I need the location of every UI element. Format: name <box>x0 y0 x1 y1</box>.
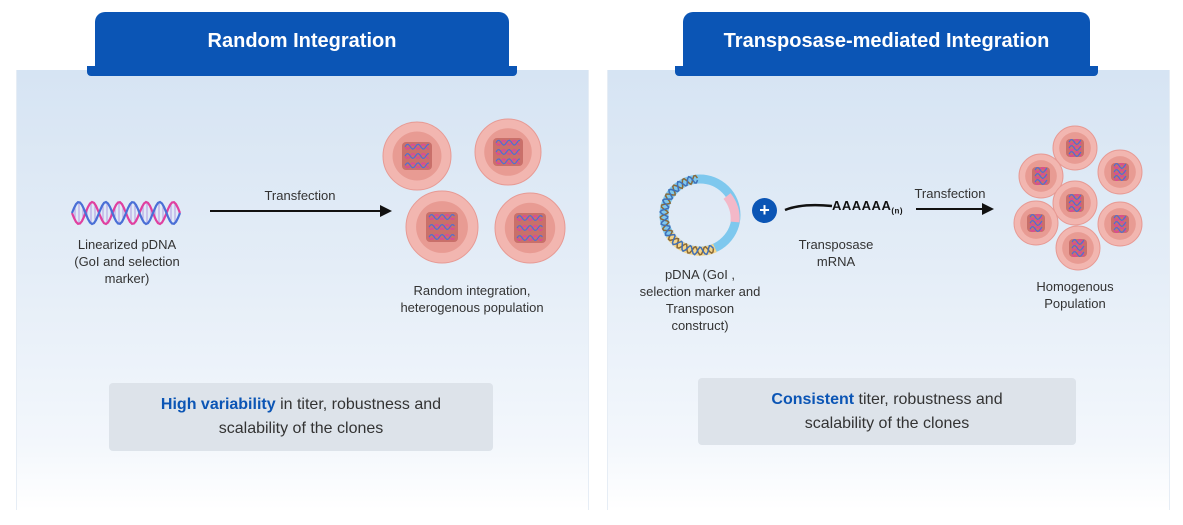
dna-label-line-1: Linearized pDNA <box>77 237 177 252</box>
summary-highlight-right: Consistent <box>771 390 855 408</box>
mrna-label-line-2: mRNA <box>816 254 856 269</box>
homogenous-label-line-1: Homogenous <box>1036 279 1114 294</box>
linearized-pdna-label: Linearized pDNA (GoI and selection marke… <box>52 236 202 287</box>
right-transfection-arrow-icon <box>916 203 994 215</box>
left-transfection-label: Transfection <box>264 188 336 203</box>
pdna-label-line-2: selection marker and <box>639 284 761 299</box>
summary-text-2: scalability of the clones <box>218 420 384 437</box>
summary-highlight: High variability <box>160 396 276 413</box>
plasmid-icon <box>659 174 741 256</box>
homogenous-population-label: Homogenous Population <box>1020 278 1130 312</box>
summary-text-1: in titer, robustness and <box>275 396 442 413</box>
random-integration-summary: High variability in titer, robustness an… <box>109 383 493 451</box>
result-label-line-1: Random integration, <box>413 283 531 298</box>
mrna-label-line-1: Transposase <box>798 237 874 252</box>
left-transfection-arrow-icon <box>210 205 392 217</box>
transposase-mrna-label: Transposase mRNA <box>786 236 886 270</box>
summary-text-right-1: titer, robustness and <box>854 390 1003 408</box>
pdna-label-line-4: construct) <box>671 318 729 333</box>
poly-a-tail: AAAAAA(n) <box>832 198 903 216</box>
pdna-label-line-1: pDNA (GoI , <box>664 267 736 282</box>
transposase-summary: Consistent titer, robustness and scalabi… <box>698 378 1076 445</box>
random-integration-title: Random Integration <box>87 12 517 76</box>
dna-label-line-2: (GoI and selection <box>74 254 180 269</box>
random-integration-result-label: Random integration, heterogenous populat… <box>382 282 562 316</box>
right-transfection-label: Transfection <box>914 186 986 201</box>
dna-label-line-3: marker) <box>104 271 150 286</box>
plus-icon: + <box>752 198 777 223</box>
pdna-label: pDNA (GoI , selection marker and Transpo… <box>630 266 770 334</box>
heterogenous-cells-icon <box>382 118 566 264</box>
summary-text-right-2: scalability of the clones <box>804 414 970 432</box>
poly-a-text: AAAAAA <box>832 198 892 213</box>
result-label-line-2: heterogenous population <box>400 300 544 315</box>
mrna-strand-icon <box>784 203 833 212</box>
pdna-label-line-3: Transposon <box>665 301 735 316</box>
linear-dna-icon <box>70 200 182 226</box>
homogenous-cells-icon <box>1013 125 1143 271</box>
homogenous-label-line-2: Population <box>1044 296 1106 311</box>
transposase-integration-title: Transposase-mediated Integration <box>675 12 1098 76</box>
poly-a-subscript: (n) <box>891 206 904 216</box>
